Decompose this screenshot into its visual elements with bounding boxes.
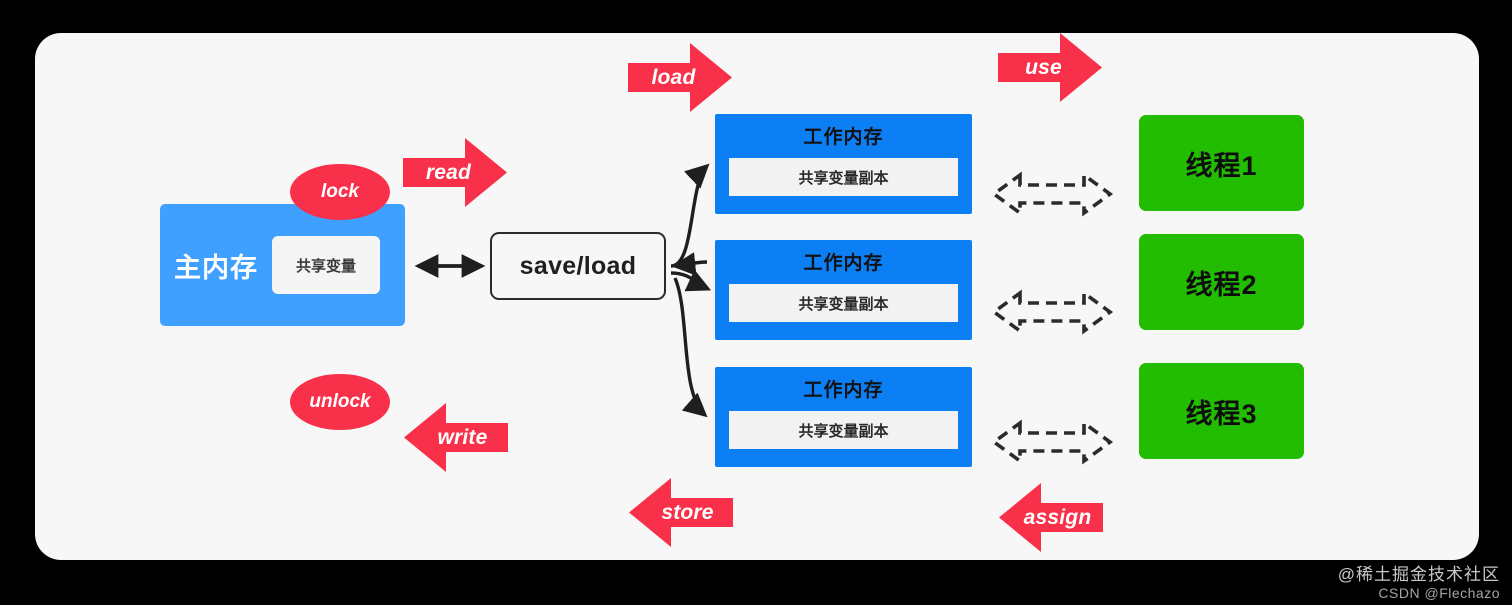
- working-memory-title: 工作内存: [803, 253, 884, 274]
- thread-label: 线程2: [1185, 269, 1258, 300]
- arrow-left-icon: [629, 478, 733, 547]
- dashed-double-arrow-3: [990, 419, 1114, 465]
- arrow-left-icon: [999, 483, 1103, 552]
- shared-variable-box: 共享变量: [272, 236, 380, 294]
- lock-badge: lock: [290, 164, 390, 220]
- working-memory-block-2: 工作内存 共享变量副本: [715, 240, 972, 340]
- connector-saveload-wm2: [670, 269, 712, 292]
- connector-wm-to-saveload: [671, 252, 708, 276]
- watermark: @稀土掘金技术社区 CSDN @Flechazo: [1338, 560, 1500, 601]
- working-memory-block-3: 工作内存 共享变量副本: [715, 367, 972, 467]
- load-arrow: load: [628, 41, 733, 114]
- diagram-card: save/load --> 主内存 共享变量 lock unlock save/…: [35, 33, 1479, 560]
- use-arrow-label: use: [1025, 55, 1062, 79]
- load-arrow-label: load: [651, 65, 696, 89]
- shared-variable-copy: 共享变量副本: [729, 158, 958, 196]
- thread-label: 线程3: [1185, 398, 1258, 429]
- connector-saveload-wm3: [673, 277, 708, 418]
- use-arrow: use: [998, 33, 1103, 104]
- store-arrow: store: [628, 476, 733, 549]
- save-load-block: save/load: [490, 232, 666, 300]
- arrow-left-icon: [404, 403, 508, 472]
- watermark-community: @稀土掘金技术社区: [1337, 565, 1500, 584]
- write-arrow: write: [403, 401, 508, 474]
- shared-variable-copy: 共享变量副本: [729, 284, 958, 322]
- assign-arrow: assign: [998, 481, 1103, 554]
- thread-block-2: 线程2: [1139, 234, 1304, 330]
- assign-arrow-label: assign: [1023, 505, 1092, 529]
- connector-saveload-wm1: [670, 163, 710, 268]
- working-memory-block-1: 工作内存 共享变量副本: [715, 114, 972, 214]
- write-arrow-label: write: [437, 425, 488, 449]
- dashed-double-arrow-1: [990, 171, 1114, 217]
- store-arrow-label: store: [661, 500, 714, 524]
- main-memory-label: 主内存: [174, 252, 258, 283]
- save-load-label: save/load: [519, 251, 637, 280]
- read-arrow-label: read: [425, 160, 472, 184]
- shared-variable-copy: 共享变量副本: [729, 411, 958, 449]
- dashed-double-arrow-2: [990, 289, 1114, 335]
- main-memory-block: 主内存 共享变量: [160, 204, 405, 326]
- arrow-right-icon: [403, 138, 507, 207]
- working-memory-title: 工作内存: [803, 127, 884, 148]
- watermark-author: CSDN @Flechazo: [1378, 585, 1500, 601]
- unlock-badge: unlock: [290, 374, 390, 430]
- thread-label: 线程1: [1185, 150, 1258, 181]
- thread-block-1: 线程1: [1139, 115, 1304, 211]
- read-arrow: read: [403, 136, 508, 209]
- thread-block-3: 线程3: [1139, 363, 1304, 459]
- arrow-right-icon: [628, 43, 732, 112]
- working-memory-title: 工作内存: [803, 380, 884, 401]
- arrow-right-icon: [998, 33, 1102, 102]
